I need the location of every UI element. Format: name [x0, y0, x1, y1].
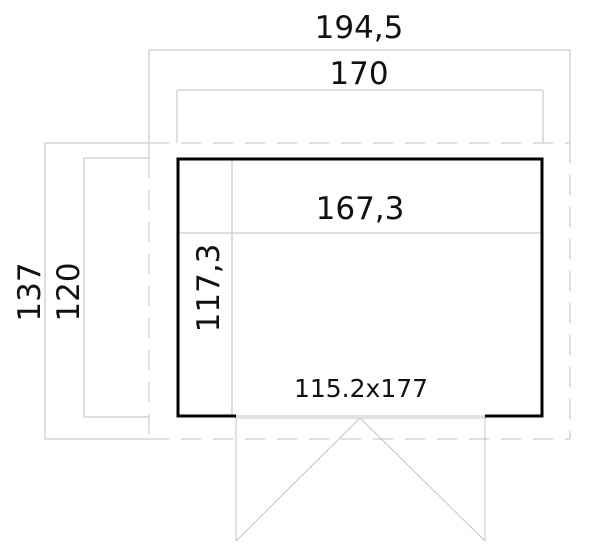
double-door: [235, 415, 486, 542]
wall-width-label: 170: [329, 56, 388, 92]
door-size-label: 115.2x177: [294, 374, 428, 403]
roof-overhang-outline: [148, 142, 571, 440]
wall-depth-dimension: [83, 157, 149, 418]
shed-walls: [176, 157, 544, 418]
overall-width-dimension: [148, 49, 571, 158]
overall-depth-dimension: [44, 142, 149, 440]
overall-depth-label: 137: [12, 262, 48, 321]
overall-width-label: 194,5: [315, 10, 404, 46]
inner-width-label: 167,3: [316, 191, 405, 227]
wall-depth-label: 120: [51, 262, 87, 321]
inner-depth-label: 117,3: [191, 244, 227, 333]
wall-width-dimension: [176, 89, 544, 143]
